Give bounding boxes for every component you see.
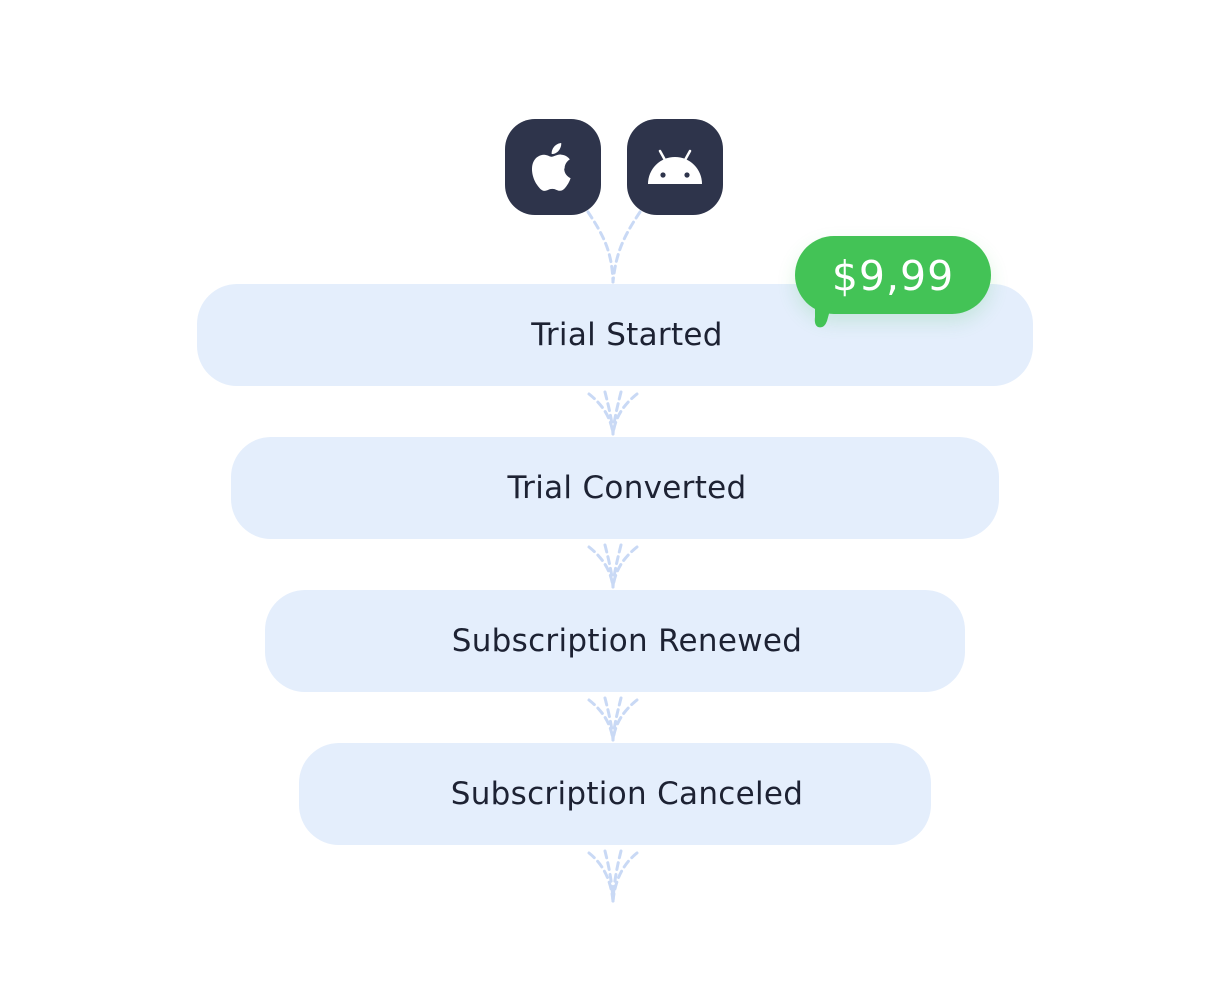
price-text: $9,99 (831, 252, 955, 300)
price-badge: $9,99 (795, 236, 991, 328)
android-icon (648, 149, 702, 184)
android-platform-tile (627, 119, 723, 215)
step-subscription-canceled: Subscription Canceled (299, 743, 931, 845)
step-trial-converted: Trial Converted (231, 437, 999, 539)
step-label: Subscription Renewed (451, 623, 803, 659)
step-label: Trial Started (531, 317, 723, 353)
step-subscription-renewed: Subscription Renewed (265, 590, 965, 692)
speech-tail-icon (814, 299, 833, 328)
apple-platform-tile (505, 119, 601, 215)
apple-icon (531, 143, 571, 191)
step-label: Trial Converted (507, 470, 747, 506)
step-label: Subscription Canceled (450, 776, 804, 812)
